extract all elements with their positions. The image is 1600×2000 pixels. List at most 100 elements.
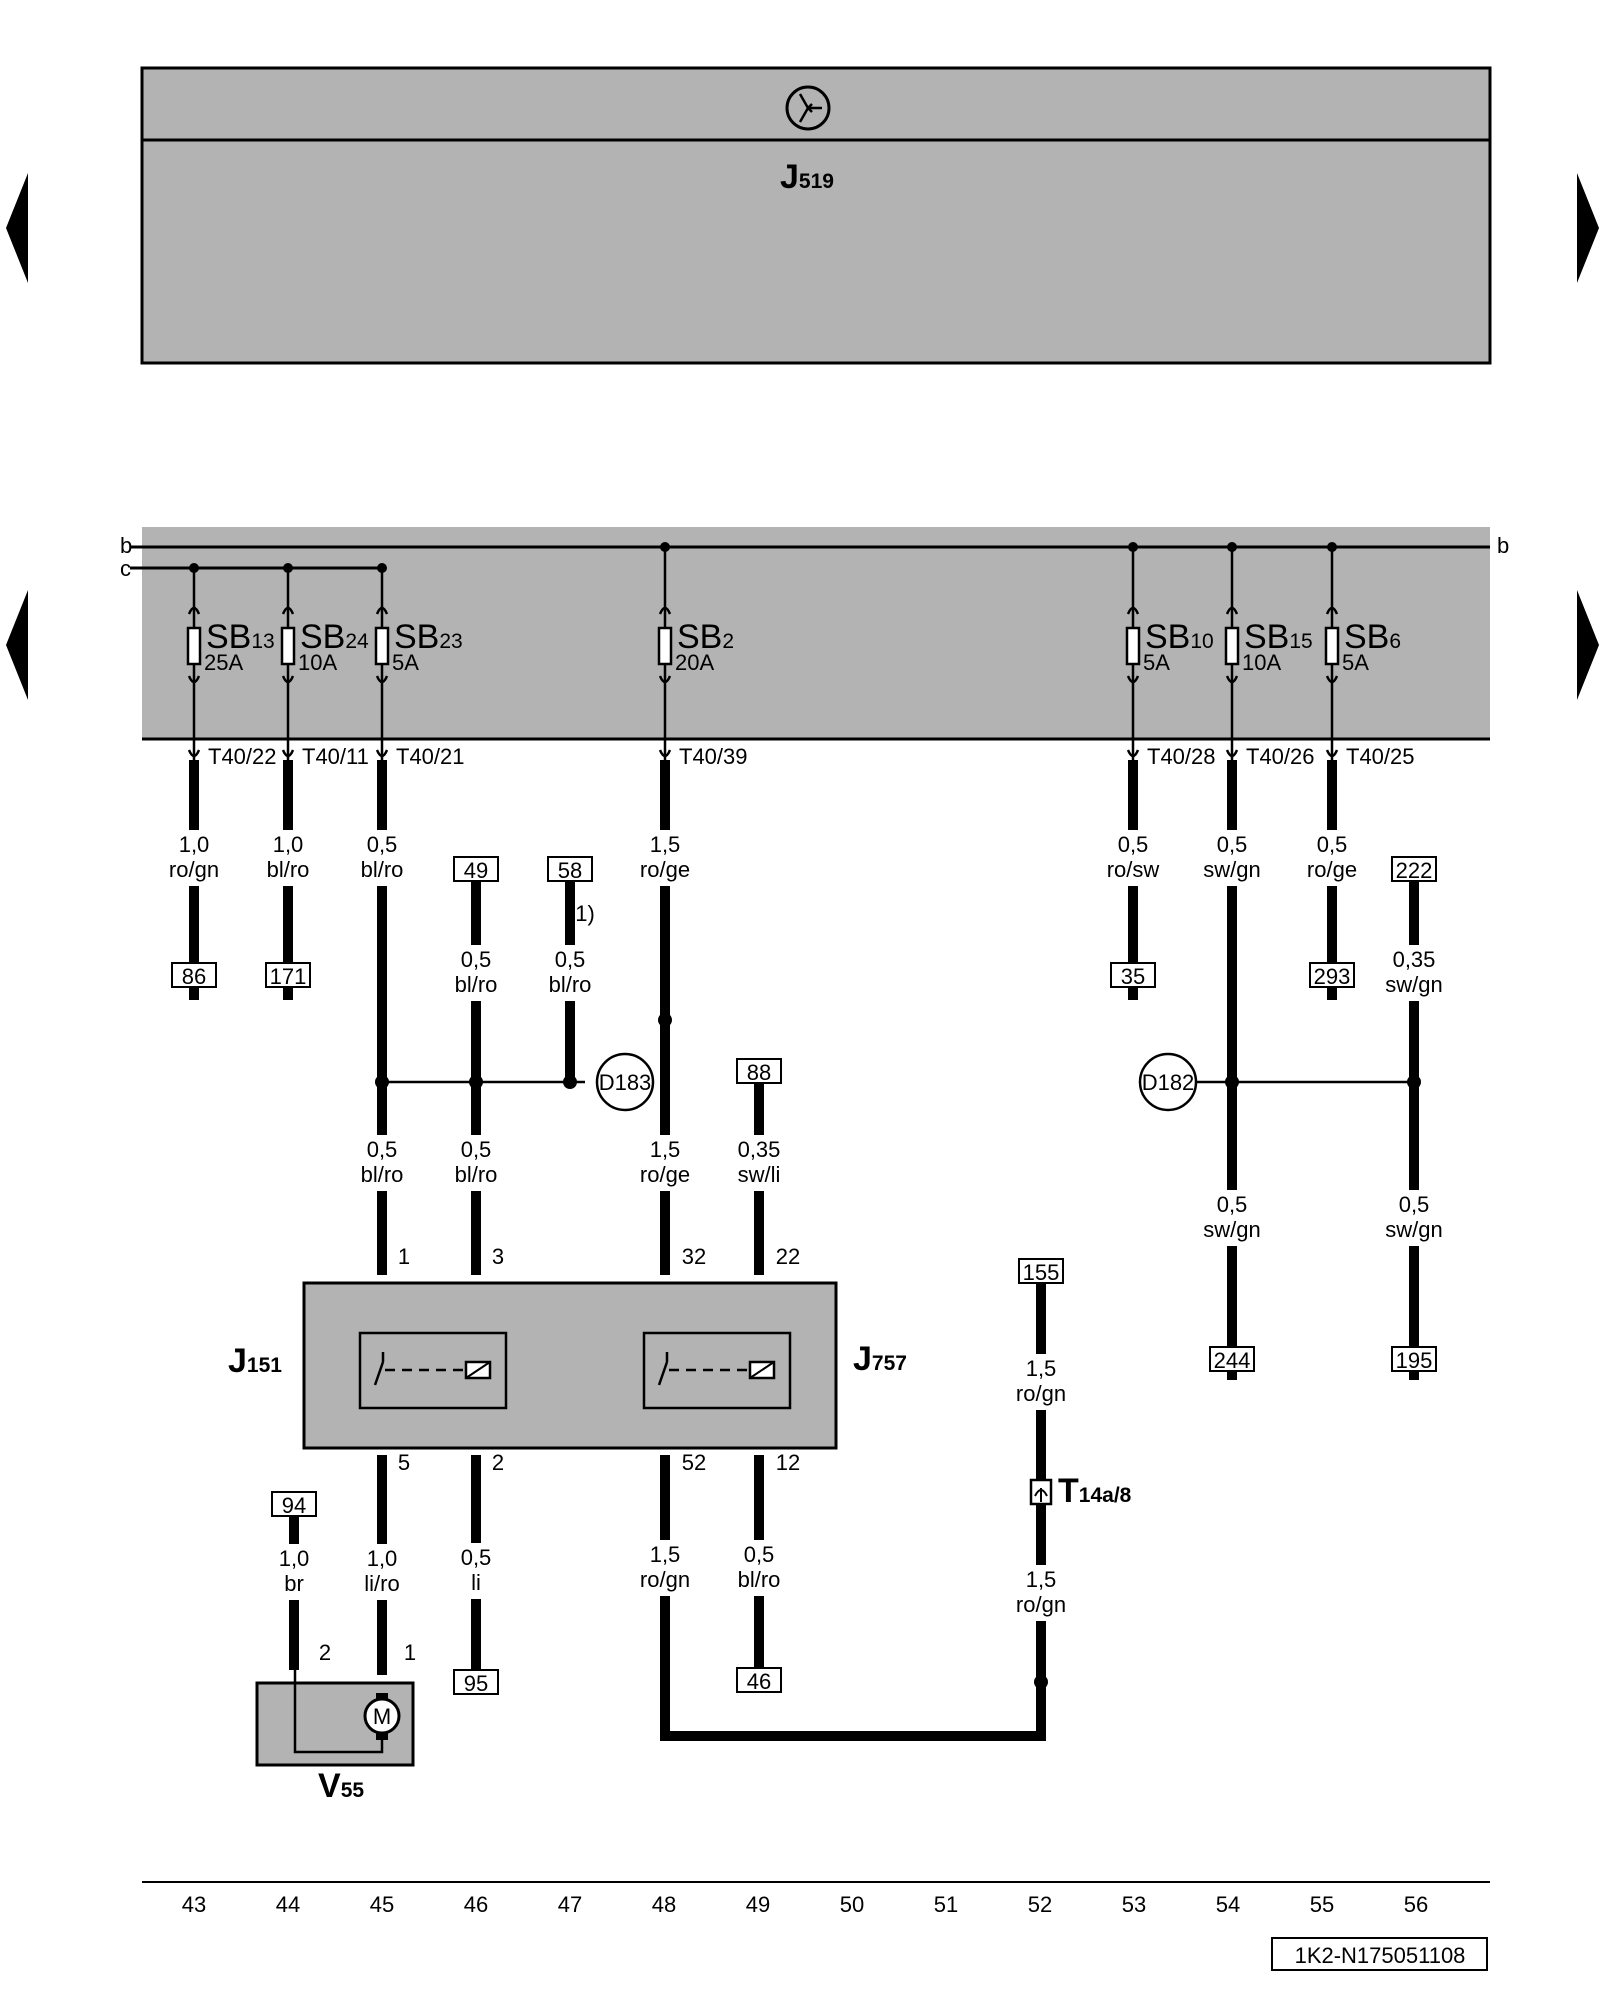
reference-number: 46 xyxy=(747,1669,771,1694)
wire-label: 1,0li/ro xyxy=(344,1544,420,1600)
drawing-id-box xyxy=(1271,1937,1488,1971)
fuse-0-title-name: SB xyxy=(206,618,251,656)
control-unit-j519: J519 xyxy=(140,66,1492,365)
fuse-2-title: SB23 xyxy=(394,618,463,656)
reference-box[interactable]: 155 xyxy=(1018,1258,1064,1285)
column-number: 51 xyxy=(934,1892,958,1917)
reference-box[interactable]: 222 xyxy=(1391,856,1437,883)
reference-number: 195 xyxy=(1396,1348,1433,1373)
wire-color: ro/gn xyxy=(169,857,219,882)
column-number: 46 xyxy=(464,1892,488,1917)
fuse-terminal: T40/21 xyxy=(396,744,465,769)
wire-size: 0,5 xyxy=(1118,832,1149,857)
reference-number: 86 xyxy=(182,964,206,989)
junction-dot xyxy=(658,1013,672,1027)
wire-color: bl/ro xyxy=(455,1162,498,1187)
relay-box xyxy=(302,1281,838,1450)
wire-size: 0,5 xyxy=(744,1542,775,1567)
wire-color: ro/sw xyxy=(1107,857,1160,882)
fuse-terminal: T40/39 xyxy=(679,744,748,769)
wire-color: sw/gn xyxy=(1203,857,1260,882)
relay-j757: J757 xyxy=(853,1340,907,1378)
column-number: 47 xyxy=(558,1892,582,1917)
wire-size: 0,5 xyxy=(1317,832,1348,857)
column-number: 52 xyxy=(1028,1892,1052,1917)
reference-box[interactable]: 293 xyxy=(1309,962,1355,989)
wire-label: 1,5ro/gn xyxy=(627,1540,703,1596)
reference-box[interactable]: 171 xyxy=(265,962,311,989)
fuse-3-title-sub: 2 xyxy=(722,630,734,653)
reference-box[interactable]: 86 xyxy=(171,962,217,989)
column-number: 49 xyxy=(746,1892,770,1917)
bus-label-b-right: b xyxy=(1497,533,1509,558)
fuse-6-title: SB6 xyxy=(1344,618,1401,656)
wire-label: 1,5ro/ge xyxy=(627,830,703,886)
wire-color: bl/ro xyxy=(549,972,592,997)
pin-number: 22 xyxy=(776,1244,800,1269)
wire-size: 0,5 xyxy=(461,1137,492,1162)
wire-size: 0,35 xyxy=(738,1137,781,1162)
reference-number: 95 xyxy=(464,1671,488,1696)
wire-size: 1,0 xyxy=(273,832,304,857)
wire-color: li/ro xyxy=(364,1571,399,1596)
fuse-6-title-name: SB xyxy=(1344,618,1389,656)
wire-size: 1,5 xyxy=(650,832,681,857)
pin-number: 12 xyxy=(776,1450,800,1475)
prev-page-arrow-lower[interactable] xyxy=(6,590,28,700)
wire-size: 0,5 xyxy=(1217,1192,1248,1217)
reference-box[interactable]: 58 xyxy=(547,856,593,883)
wire-label: 1,0bl/ro xyxy=(250,830,326,886)
wire-label: 1,5ro/gn xyxy=(1003,1354,1079,1410)
fuse-2-title-sub: 23 xyxy=(439,630,462,653)
next-page-arrow-lower[interactable] xyxy=(1577,590,1599,700)
wire-size: 0,5 xyxy=(367,832,398,857)
pin-number: 2 xyxy=(492,1450,504,1475)
reference-box[interactable]: 49 xyxy=(453,856,499,883)
fuse-rating: 25A xyxy=(204,650,243,675)
motor-v55: M V55 xyxy=(255,1670,415,1805)
wire-label: 0,5bl/ro xyxy=(344,830,420,886)
reference-number: 94 xyxy=(282,1493,306,1518)
wire-label: 1,5ro/gn xyxy=(1003,1565,1079,1621)
reference-box[interactable]: 88 xyxy=(736,1058,782,1085)
fuse-6-title-sub: 6 xyxy=(1389,630,1401,653)
control-unit-sub: 519 xyxy=(799,170,834,193)
reference-number: 58 xyxy=(558,858,582,883)
wire-label: 0,5ro/ge xyxy=(1294,830,1370,886)
fuse-terminal: T40/11 xyxy=(302,744,369,769)
reference-number: 88 xyxy=(747,1060,771,1085)
junction-dot xyxy=(375,1075,389,1089)
splice-label: D183 xyxy=(599,1070,652,1095)
wire-size: 1,5 xyxy=(650,1542,681,1567)
fuse-1-title-name: SB xyxy=(300,618,345,656)
reference-box[interactable]: 244 xyxy=(1209,1346,1255,1373)
wire-size: 1,5 xyxy=(650,1137,681,1162)
reference-number: 155 xyxy=(1023,1260,1060,1285)
bus-label-b-left: b xyxy=(120,533,132,558)
fuse-5-title: SB15 xyxy=(1244,618,1313,656)
wire-color: bl/ro xyxy=(361,857,404,882)
connector-label: T14a/8 xyxy=(1058,1472,1132,1510)
reference-box[interactable]: 46 xyxy=(736,1667,782,1694)
reference-box[interactable]: 94 xyxy=(271,1491,317,1518)
wire-label: 0,5li xyxy=(438,1543,514,1599)
fuse-rating: 10A xyxy=(1242,650,1281,675)
prev-page-arrow[interactable] xyxy=(6,173,28,283)
wire-color: ro/ge xyxy=(640,1162,690,1187)
column-number: 55 xyxy=(1310,1892,1334,1917)
reference-box[interactable]: 195 xyxy=(1391,1346,1437,1373)
column-number: 48 xyxy=(652,1892,676,1917)
reference-number: 35 xyxy=(1121,964,1145,989)
reference-box[interactable]: 35 xyxy=(1110,962,1156,989)
drawing-id: 1K2-N175051108 xyxy=(1295,1943,1466,1968)
fuse-0-title: SB13 xyxy=(206,618,275,656)
reference-box[interactable]: 95 xyxy=(453,1669,499,1696)
connector-label-sub: 14a/8 xyxy=(1079,1484,1132,1507)
wire-color: bl/ro xyxy=(738,1567,781,1592)
pin-number: 3 xyxy=(492,1244,504,1269)
next-page-arrow[interactable] xyxy=(1577,173,1599,283)
